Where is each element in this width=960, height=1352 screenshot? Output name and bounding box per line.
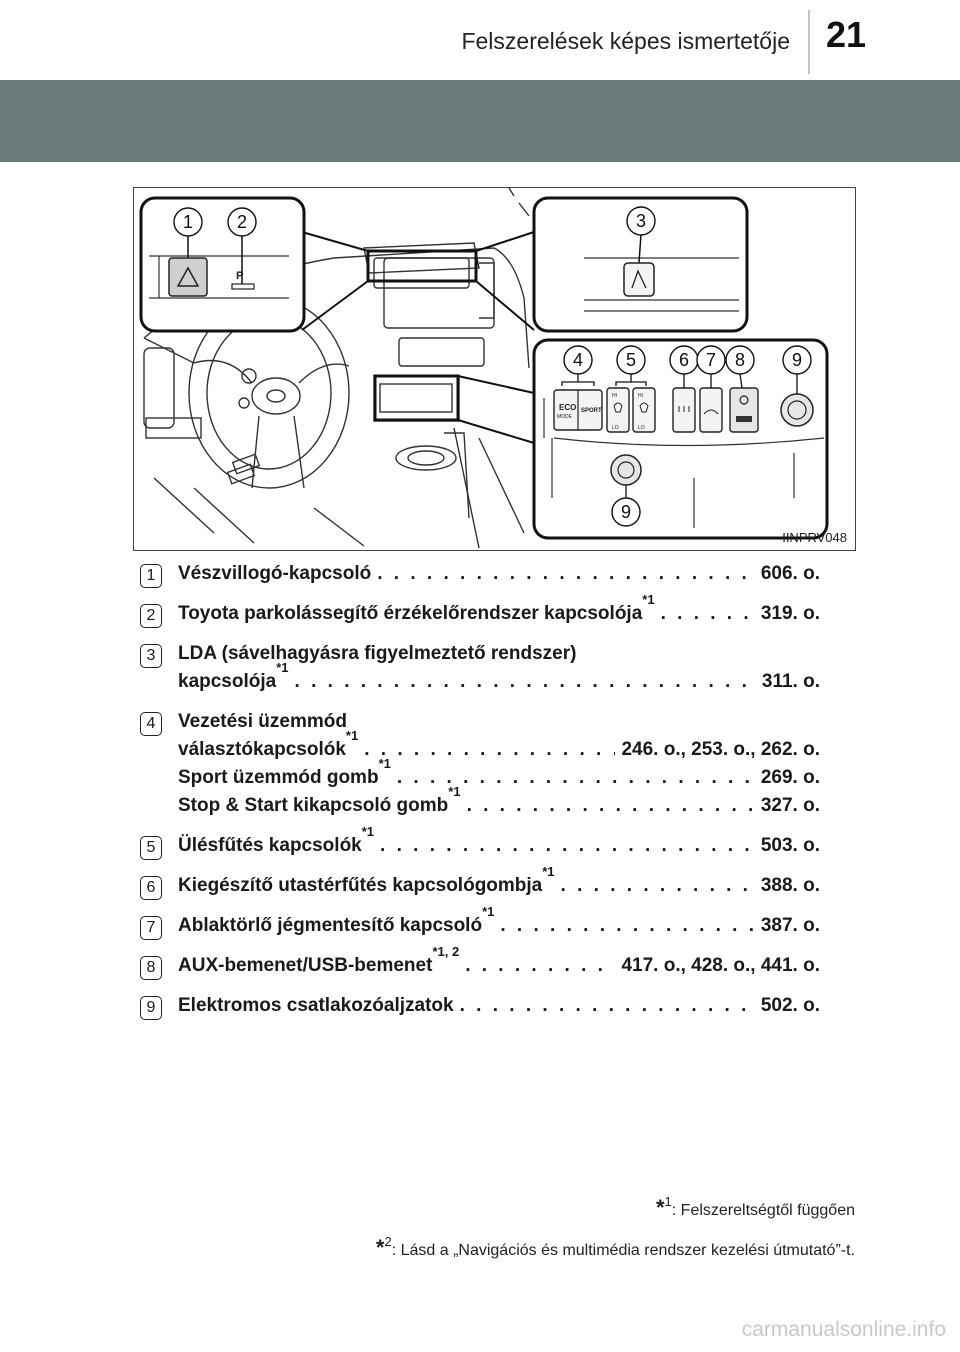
seat-heat-lo-left: LO	[612, 425, 619, 431]
header-divider	[808, 10, 810, 74]
page-ref[interactable]: 417. o., 428. o., 441. o.	[621, 955, 820, 976]
item-line: Kiegészítő utastérfűtés kapcsológombja*1…	[178, 864, 820, 900]
item-line: Ablaktörlő jégmentesítő kapcsoló*1 387. o…	[178, 904, 820, 940]
item-number: 3	[140, 644, 162, 668]
item-text: kapcsolója	[178, 671, 277, 692]
figure-code: IINPRV048	[782, 530, 847, 545]
callout-8: 8	[735, 350, 745, 370]
item-line: AUX-bemenet/USB-bemenet*1, 2 417. o., 428…	[178, 944, 820, 980]
list-item: 1 Vészvillogó-kapcsoló 606. o.	[140, 560, 820, 588]
callout-2: 2	[237, 212, 247, 232]
item-list: 1 Vészvillogó-kapcsoló 606. o. 2 Toyota p…	[140, 560, 820, 1032]
footnote-ref: *1	[378, 756, 391, 771]
item-text: LDA (sávelhagyásra figyelmeztető rendsze…	[178, 643, 577, 664]
list-item: 4 Vezetési üzemmód választókapcsolók*124…	[140, 708, 820, 820]
parking-switch-label: P	[236, 270, 243, 282]
footnote-ref: *1	[345, 728, 359, 743]
seat-heat-hi-left: HI	[612, 393, 617, 399]
footnotes: *1: Felszereltségtől függően *2: Lásd a …	[376, 1195, 855, 1275]
footnote-ref: *1	[642, 592, 655, 607]
list-item: 9 Elektromos csatlakozóaljzatok 502. o.	[140, 992, 820, 1020]
item-number: 5	[140, 836, 162, 860]
footnote-ref: *1	[482, 904, 495, 919]
item-number: 6	[140, 876, 162, 900]
item-number: 7	[140, 916, 162, 940]
sport-label: SPORT	[581, 408, 602, 414]
item-line: Stop & Start kikapcsoló gomb*1 327. o.	[178, 784, 820, 820]
header-band	[0, 80, 960, 162]
item-text: Ablaktörlő jégmentesítő kapcsoló	[178, 915, 483, 936]
page-ref[interactable]: 502. o.	[760, 995, 820, 1016]
callout-3: 3	[636, 211, 646, 231]
page-ref[interactable]: 319. o.	[760, 603, 820, 624]
item-text: Sport üzemmód gomb	[178, 767, 379, 788]
callout-9-bottom: 9	[621, 502, 631, 522]
mode-label: MODE	[557, 414, 573, 420]
list-item: 8 AUX-bemenet/USB-bemenet*1, 2 417. o., 4…	[140, 944, 820, 980]
item-number: 2	[140, 604, 162, 628]
footnote-ref: *1, 2	[432, 944, 460, 959]
page-ref[interactable]: 388. o.	[760, 875, 820, 896]
callout-9-top: 9	[792, 350, 802, 370]
item-text: választókapcsolók	[178, 739, 346, 760]
watermark: carmanualsonline.info	[741, 1318, 946, 1341]
page-ref[interactable]: 311. o.	[761, 671, 820, 692]
page-ref[interactable]: 606. o.	[760, 563, 820, 584]
footnote-ref: *1	[361, 824, 375, 839]
item-number: 4	[140, 712, 162, 736]
page-ref[interactable]: 327. o.	[760, 795, 820, 816]
list-item: 7 Ablaktörlő jégmentesítő kapcsoló*1 387.…	[140, 904, 820, 940]
item-line: Vezetési üzemmód	[178, 708, 820, 736]
footnote-1: *1: Felszereltségtől függően	[655, 1194, 855, 1220]
item-text: Ülésfűtés kapcsolók	[178, 835, 362, 856]
list-item: 3 LDA (sávelhagyásra figyelmeztető rends…	[140, 640, 820, 696]
callout-1: 1	[183, 212, 193, 232]
item-line: LDA (sávelhagyásra figyelmeztető rendsze…	[178, 640, 820, 668]
dashboard-drawing: P ECO MODE SPORT HI HI	[139, 188, 829, 549]
list-item: 6 Kiegészítő utastérfűtés kapcsológombja…	[140, 864, 820, 900]
item-line: Sport üzemmód gomb*1 269. o.	[178, 756, 820, 792]
eco-label: ECO	[559, 403, 576, 412]
footnote-2: *2: Lásd a „Navigációs és multimédia ren…	[375, 1234, 855, 1260]
page-ref[interactable]: 269. o.	[760, 767, 820, 788]
item-line: Ülésfűtés kapcsolók*1 503. o.	[178, 824, 820, 860]
item-text: Vezetési üzemmód	[178, 711, 347, 732]
page-ref[interactable]: 503. o.	[760, 835, 820, 856]
item-line: Toyota parkolássegítő érzékelőrendszer k…	[178, 592, 820, 628]
item-number: 1	[140, 564, 162, 588]
item-line: Vészvillogó-kapcsoló 606. o.	[178, 560, 820, 588]
footnote-ref: *1	[448, 784, 461, 799]
seat-heat-hi-right: HI	[638, 393, 643, 399]
item-text: Stop & Start kikapcsoló gomb	[178, 795, 449, 816]
page-ref[interactable]: 387. o.	[760, 915, 820, 936]
item-number: 9	[140, 996, 162, 1020]
page-header: Felszerelések képes ismertetője 21	[0, 0, 960, 80]
item-line: választókapcsolók*1 246. o., 253. o., 262…	[178, 728, 820, 764]
section-title: Felszerelések képes ismertetője	[461, 28, 790, 54]
list-item: 2 Toyota parkolássegítő érzékelőrendszer…	[140, 592, 820, 628]
dashboard-illustration: P ECO MODE SPORT HI HI	[133, 187, 856, 551]
callout-5: 5	[626, 350, 636, 370]
item-text: Kiegészítő utastérfűtés kapcsológombja	[178, 875, 543, 896]
callout-7: 7	[706, 350, 716, 370]
callout-4: 4	[573, 350, 583, 370]
item-text: Toyota parkolássegítő érzékelőrendszer k…	[178, 603, 643, 624]
footnote-ref: *1	[276, 660, 289, 675]
item-text: AUX-bemenet/USB-bemenet	[178, 955, 433, 976]
page-ref[interactable]: 246. o., 253. o., 262. o.	[621, 739, 820, 760]
item-line: Elektromos csatlakozóaljzatok 502. o.	[178, 992, 820, 1020]
seat-heat-lo-right: LO	[638, 425, 645, 431]
page-number: 21	[826, 14, 867, 55]
item-text: Elektromos csatlakozóaljzatok	[178, 995, 454, 1016]
callout-6: 6	[679, 350, 689, 370]
item-line: kapcsolója*1 311. o.	[178, 660, 820, 696]
item-number: 8	[140, 956, 162, 980]
list-item: 5 Ülésfűtés kapcsolók*1 503. o.	[140, 824, 820, 860]
item-text: Vészvillogó-kapcsoló	[178, 563, 372, 584]
footnote-ref: *1	[542, 864, 555, 879]
